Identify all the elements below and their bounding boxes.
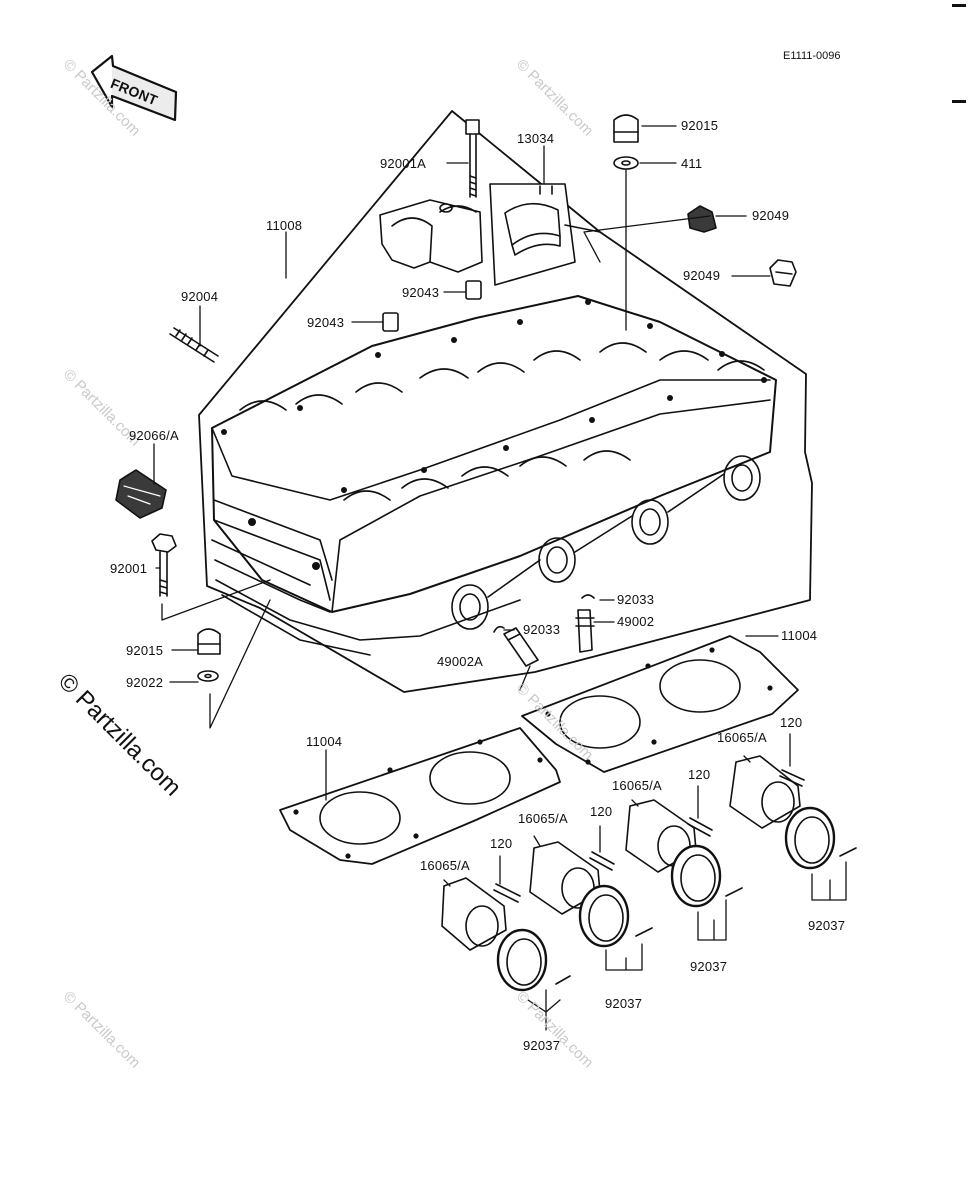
gasket-11004-left [279, 727, 561, 865]
bolt-92001 [151, 533, 177, 597]
part-label-16065A-4: 16065/A [717, 730, 767, 745]
holder-16065A-1 [441, 877, 507, 951]
part-label-92037-2: 92037 [605, 996, 643, 1011]
screw-120-2 [589, 851, 615, 871]
part-label-92015-bottom: 92015 [126, 643, 164, 658]
part-label-92049-a: 92049 [752, 208, 790, 223]
part-label-49002A: 49002A [437, 654, 484, 669]
screw-120-4 [779, 769, 805, 787]
cap-nut-92015-top [613, 114, 639, 143]
clamp-92037-4 [784, 806, 857, 870]
collar-92043-b [382, 312, 399, 332]
diagram-code: E1111-0096 [783, 50, 841, 62]
screw-120-1 [493, 883, 521, 903]
gasket-11004-right [521, 635, 799, 773]
part-label-92004: 92004 [181, 289, 219, 304]
part-label-411: 411 [681, 156, 703, 171]
part-label-92001A: 92001A [380, 156, 427, 171]
part-label-11008: 11008 [266, 218, 303, 233]
bolt-92001A [465, 119, 480, 198]
part-label-92015-top: 92015 [681, 118, 719, 133]
clip-92033-b [493, 625, 505, 633]
clamp-92037-3 [670, 844, 743, 908]
part-label-13034: 13034 [517, 131, 555, 146]
edge-mark [952, 4, 966, 7]
part-label-92033-a: 92033 [617, 592, 655, 607]
part-label-16065A-1: 16065/A [420, 858, 470, 873]
part-label-16065A-2: 16065/A [518, 811, 568, 826]
cam-cap [489, 183, 601, 286]
part-label-120-4: 120 [780, 715, 803, 730]
part-label-92033-b: 92033 [523, 622, 561, 637]
screw-120-3 [687, 817, 713, 837]
part-label-92037-4: 92037 [808, 918, 846, 933]
part-label-11004-right: 11004 [781, 628, 818, 643]
holder-16065A-4 [729, 755, 801, 829]
camshaft-holder [379, 199, 483, 273]
part-label-120-3: 120 [688, 767, 711, 782]
plug-92049-a [687, 205, 717, 233]
washer-411 [613, 156, 639, 170]
part-label-92001: 92001 [110, 561, 148, 576]
part-label-92037-1: 92037 [523, 1038, 561, 1053]
cap-nut-92015-bottom [197, 628, 221, 655]
part-label-11004-left: 11004 [306, 734, 343, 749]
stud-92004 [169, 327, 219, 363]
part-label-92043-b: 92043 [307, 315, 345, 330]
leader-lines [153, 125, 847, 1031]
clamp-92037-2 [578, 884, 653, 948]
part-label-92037-3: 92037 [690, 959, 728, 974]
part-label-120-2: 120 [590, 804, 613, 819]
front-arrow-icon [90, 54, 178, 122]
clamp-92037-1 [496, 928, 571, 992]
part-label-92043-a: 92043 [402, 285, 440, 300]
part-label-92066A: 92066/A [129, 428, 179, 443]
fitting-49002 [575, 609, 595, 653]
part-label-92022: 92022 [126, 675, 164, 690]
part-label-92049-b: 92049 [683, 268, 721, 283]
damper-92066A [115, 469, 167, 519]
head-group-outline [198, 110, 813, 693]
edge-mark [952, 100, 966, 103]
part-label-16065A-3: 16065/A [612, 778, 662, 793]
washer-92022 [197, 670, 219, 682]
collar-92043-a [465, 280, 482, 300]
clip-92033-a [581, 594, 595, 599]
part-label-120-1: 120 [490, 836, 513, 851]
part-label-49002: 49002 [617, 614, 655, 629]
cylinder-head [211, 295, 777, 656]
